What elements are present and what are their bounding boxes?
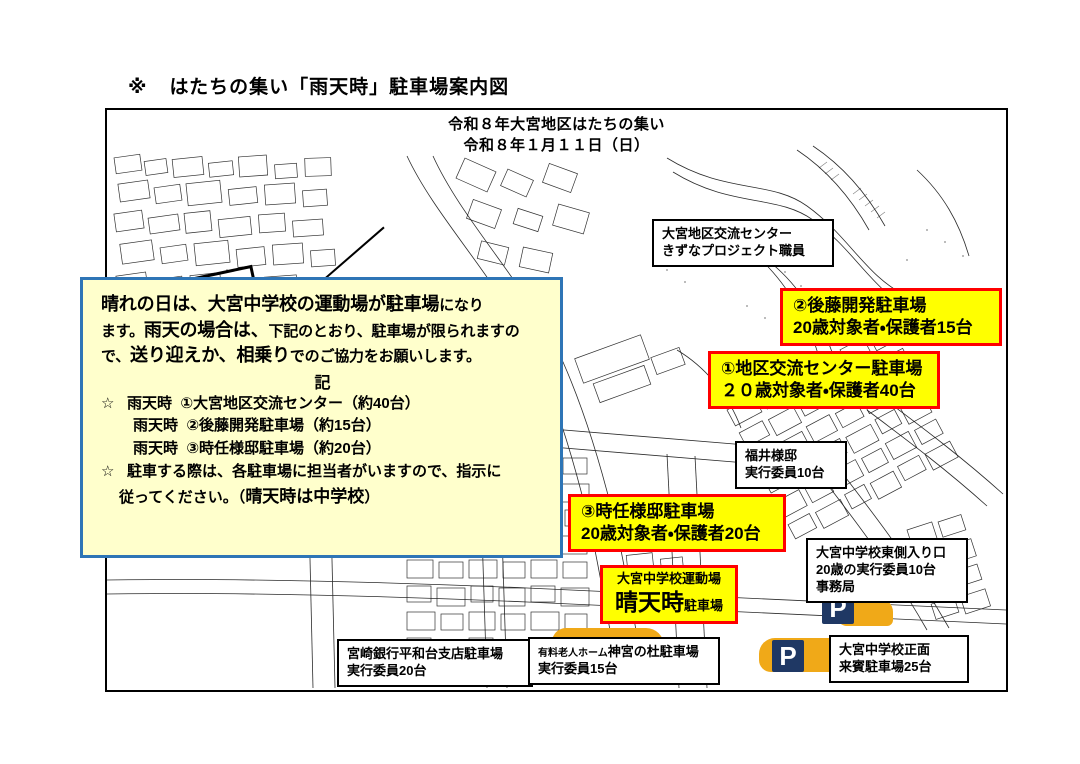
callout-east-gate-line1: 大宮中学校東側入り口: [816, 545, 947, 560]
list-item: 雨天時 ②後藤開発駐車場（約15台）: [101, 415, 544, 438]
callout-front-line1: 大宮中学校正面: [839, 642, 931, 657]
callout-center-line1: ①地区交流センター駐車場: [721, 359, 923, 378]
list-item-text: ①大宮地区交流センター（約40台）: [180, 394, 420, 412]
lead-line1-tail: になり: [439, 297, 484, 314]
callout-kizuna-staff[interactable]: 大宮地区交流センター きずなプロジェクト職員: [652, 219, 834, 267]
note-line1: 駐車する際は、各駐車場に担当者がいますので、指示に: [127, 463, 502, 481]
callout-tokito-parking[interactable]: ③時任様邸駐車場 20歳対象者・保護者20台: [568, 494, 786, 553]
title-mark-icon: ※: [128, 77, 148, 98]
callout-fukui-line1: 福井様邸: [745, 448, 798, 463]
callout-kizuna-line2: きずなプロジェクト職員: [662, 242, 806, 258]
list-item: ☆ 雨天時 ①大宮地区交流センター（約40台）: [101, 393, 544, 416]
callout-school-ground[interactable]: 大宮中学校運動場 晴天時駐車場: [600, 565, 738, 624]
callout-jingu-name: 神宮の杜駐車場: [607, 644, 699, 659]
callout-east-gate[interactable]: 大宮中学校東側入り口 20歳の実行委員10台 事務局: [806, 538, 968, 603]
list-item-text: ③時任様邸駐車場（約20台）: [186, 440, 381, 458]
lead-line2-tail: 下記のとおり、駐車場が限られますの: [268, 322, 520, 340]
star-icon: ☆: [101, 463, 115, 481]
callout-kizuna-line1: 大宮地区交流センター: [662, 226, 793, 241]
callout-goto-line2: 20歳対象者・保護者15台: [793, 318, 973, 338]
info-panel-note-line2: 従ってください。（晴天時は中学校）: [101, 484, 544, 510]
list-item: 雨天時 ③時任様邸駐車場（約20台）: [101, 438, 544, 461]
callout-goto-parking[interactable]: ②後藤開発駐車場 20歳対象者・保護者15台: [780, 288, 1002, 347]
lead-line3-head: で、: [101, 348, 131, 366]
callout-front-line2: 来賓駐車場25台: [839, 658, 932, 674]
callout-miyazaki-bank[interactable]: 宮崎銀行平和台支店駐車場 実行委員20台: [337, 639, 533, 687]
callout-ground-parking: 駐車場: [683, 597, 723, 613]
info-panel-ki-heading: 記: [314, 374, 331, 392]
callout-center-parking[interactable]: ①地区交流センター駐車場 ２０歳対象者・保護者40台: [708, 351, 940, 410]
callout-bank-line2: 実行委員20台: [347, 662, 427, 678]
list-item-text: ②後藤開発駐車場（約15台）: [186, 417, 381, 435]
info-panel-note: ☆ 駐車する際は、各駐車場に担当者がいますので、指示に: [101, 461, 544, 484]
lead-line1-strong: 晴れの日は、大宮中学校の運動場が駐車場: [101, 294, 440, 314]
lead-line3-strong: 送り迎えか、相乗り: [130, 345, 290, 366]
parking-marker-front-gate: P: [772, 640, 804, 672]
list-item-label: 雨天時: [133, 440, 179, 458]
parking-marker-letter: P: [779, 641, 797, 671]
callout-ground-line2: 晴天時駐車場: [611, 588, 727, 618]
callout-center-line2: ２０歳対象者・保護者40台: [721, 381, 916, 401]
callout-tokito-line1: ③時任様邸駐車場: [581, 502, 715, 521]
note-line2-strong: 晴天時は中学校: [245, 486, 365, 506]
callout-front-gate[interactable]: 大宮中学校正面 来賓駐車場25台: [829, 635, 969, 683]
rain-day-info-panel: 晴れの日は、大宮中学校の運動場が駐車場になり ます。雨天の場合は、下記のとおり、…: [80, 277, 563, 558]
callout-tokito-line2: 20歳対象者・保護者20台: [581, 524, 761, 544]
star-icon: ☆: [101, 394, 115, 412]
callout-goto-line1: ②後藤開発駐車場: [793, 296, 927, 315]
callout-jingu-line1: 有料老人ホーム神宮の杜駐車場: [538, 644, 710, 661]
page-title: ※ はたちの集い「雨天時」駐車場案内図: [128, 72, 509, 99]
callout-fukui[interactable]: 福井様邸 実行委員10台: [735, 441, 847, 489]
callout-ground-line1: 大宮中学校運動場: [616, 571, 721, 586]
callout-fukui-line2: 実行委員10台: [745, 464, 825, 480]
info-panel-list: ☆ 雨天時 ①大宮地区交流センター（約40台） 雨天時 ②後藤開発駐車場（約15台…: [101, 393, 544, 510]
lead-line2-strong: 雨天の場合は、: [143, 319, 269, 340]
list-item-label: 雨天時: [127, 394, 173, 412]
callout-east-gate-line3: 事務局: [816, 578, 856, 594]
callout-jingu-line2: 実行委員15台: [538, 660, 618, 676]
note-line2-tail: ）: [364, 488, 380, 506]
lead-line3-tail: でのご協力をお願いします。: [289, 348, 481, 366]
callout-east-gate-line2: 20歳の実行委員10台: [816, 561, 936, 577]
callout-bank-line1: 宮崎銀行平和台支店駐車場: [347, 646, 504, 661]
list-item-label: 雨天時: [133, 417, 179, 435]
page-title-text: はたちの集い「雨天時」駐車場案内図: [169, 77, 510, 98]
lead-line2-head: ます。: [101, 322, 144, 340]
info-panel-lead: 晴れの日は、大宮中学校の運動場が駐車場になり ます。雨天の場合は、下記のとおり、…: [101, 292, 544, 369]
callout-jingu-home[interactable]: 有料老人ホーム神宮の杜駐車場 実行委員15台: [528, 637, 720, 685]
note-line2-head: 従ってください。（: [119, 488, 246, 506]
callout-jingu-prefix: 有料老人ホーム: [538, 648, 608, 659]
callout-ground-sunny: 晴天時: [614, 588, 684, 615]
